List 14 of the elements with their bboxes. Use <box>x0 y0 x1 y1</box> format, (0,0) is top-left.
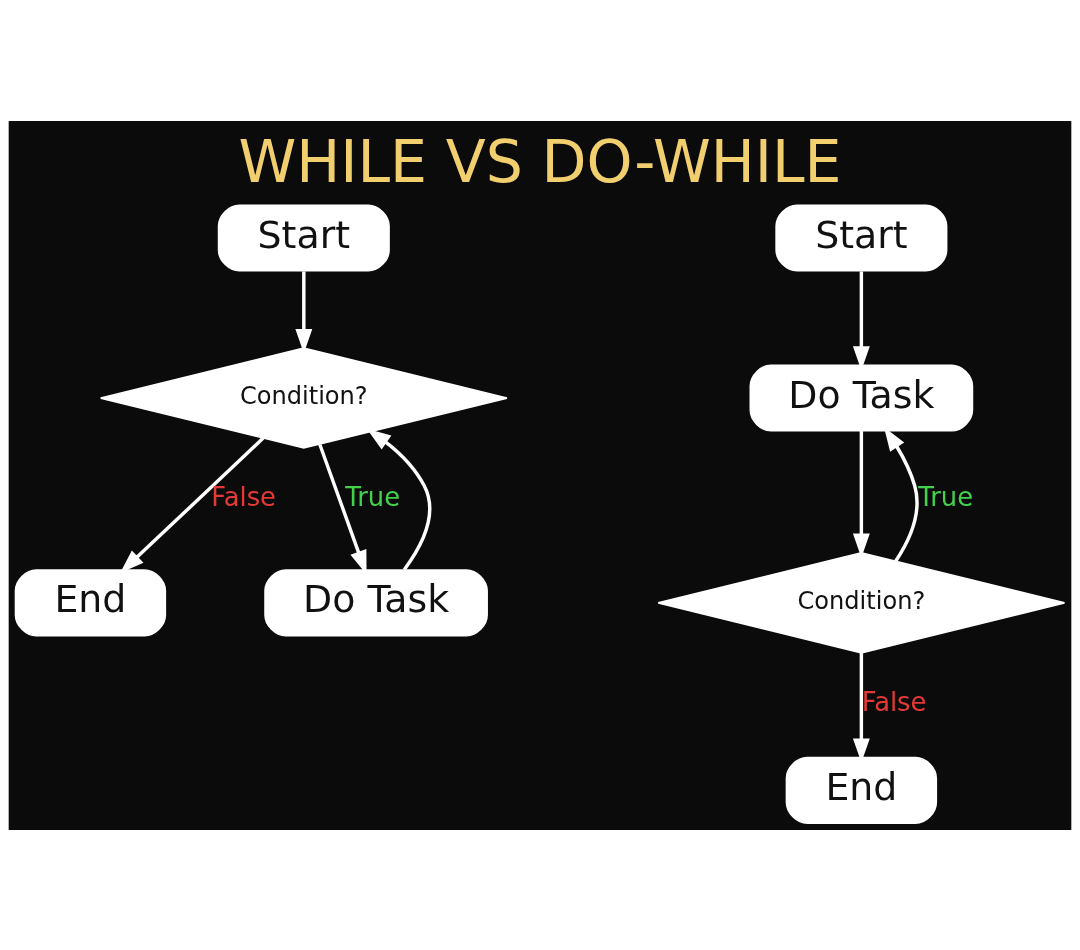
node-box: Start <box>775 203 948 272</box>
arrow <box>120 436 265 573</box>
edge-label: True <box>918 481 974 512</box>
edge-label: False <box>211 481 276 512</box>
arrow <box>366 428 432 571</box>
node-box: Start <box>217 203 390 272</box>
node-box: Do Task <box>264 568 488 636</box>
edge-label: False <box>861 686 927 717</box>
node-diamond: Condition? <box>657 551 1066 654</box>
node-box: Do Task <box>749 364 974 432</box>
node-box: End <box>785 756 938 824</box>
node-box: End <box>14 568 167 636</box>
diagram-title: WHILE VS DO-WHILE <box>238 127 842 196</box>
edge-label: True <box>345 481 401 512</box>
